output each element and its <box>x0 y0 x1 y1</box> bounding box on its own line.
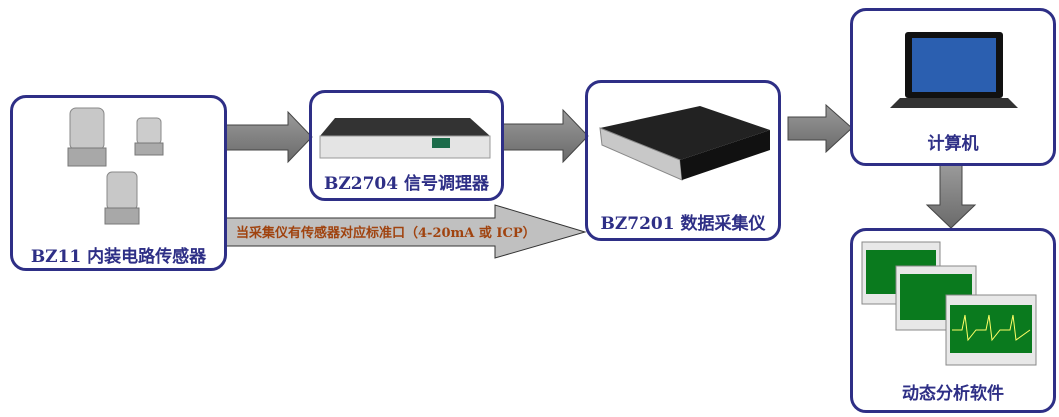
daq-image <box>599 106 770 181</box>
daq-label: BZ7201 数据采集仪 <box>600 214 766 234</box>
arrow-sensor-to-conditioner <box>225 110 313 164</box>
sensor-node: BZ11 内装电路传感器 <box>10 95 227 271</box>
software-label: 动态分析软件 <box>902 384 1004 404</box>
laptop-image <box>890 32 1018 108</box>
conditioner-image <box>319 118 491 159</box>
conditioner-label: BZ2704 信号调理器 <box>323 174 489 194</box>
sensor-image <box>67 107 164 225</box>
arrow-daq-to-computer <box>787 103 853 154</box>
conditioner-node: BZ2704 信号调理器 <box>309 90 504 201</box>
arrow-computer-to-software <box>925 164 977 229</box>
daq-node: BZ7201 数据采集仪 <box>585 80 781 241</box>
sensor-label: BZ11 内装电路传感器 <box>30 247 207 267</box>
computer-label: 计算机 <box>927 134 979 154</box>
computer-node: 计算机 <box>850 8 1056 166</box>
bypass-arrow-label: 当采集仪有传感器对应标准口（4-20mA 或 ICP） <box>236 226 536 241</box>
arrow-sensor-to-daq-bypass <box>225 204 587 259</box>
software-node: 动态分析软件 <box>850 228 1056 413</box>
arrow-conditioner-to-daq <box>502 108 589 164</box>
software-screens-image <box>861 241 1037 366</box>
